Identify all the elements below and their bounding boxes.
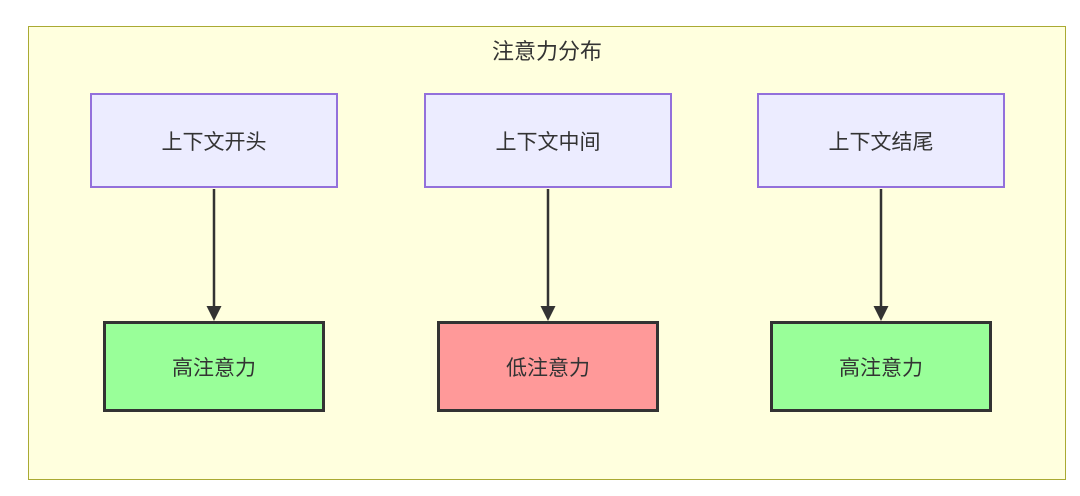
node-high-attention-1-label: 高注意力 (172, 356, 256, 380)
node-context-end-label: 上下文结尾 (828, 130, 934, 154)
node-high-attention-2: 高注意力 (770, 321, 992, 412)
node-high-attention-2-label: 高注意力 (839, 356, 923, 380)
node-low-attention-label: 低注意力 (506, 356, 590, 380)
node-context-end: 上下文结尾 (757, 93, 1005, 188)
node-context-start: 上下文开头 (90, 93, 338, 188)
node-high-attention-1: 高注意力 (103, 321, 325, 412)
node-context-middle-label: 上下文中间 (495, 130, 601, 154)
node-context-start-label: 上下文开头 (161, 130, 267, 154)
cluster-title: 注意力分布 (491, 39, 602, 64)
node-context-middle: 上下文中间 (424, 93, 672, 188)
node-low-attention: 低注意力 (437, 321, 659, 412)
